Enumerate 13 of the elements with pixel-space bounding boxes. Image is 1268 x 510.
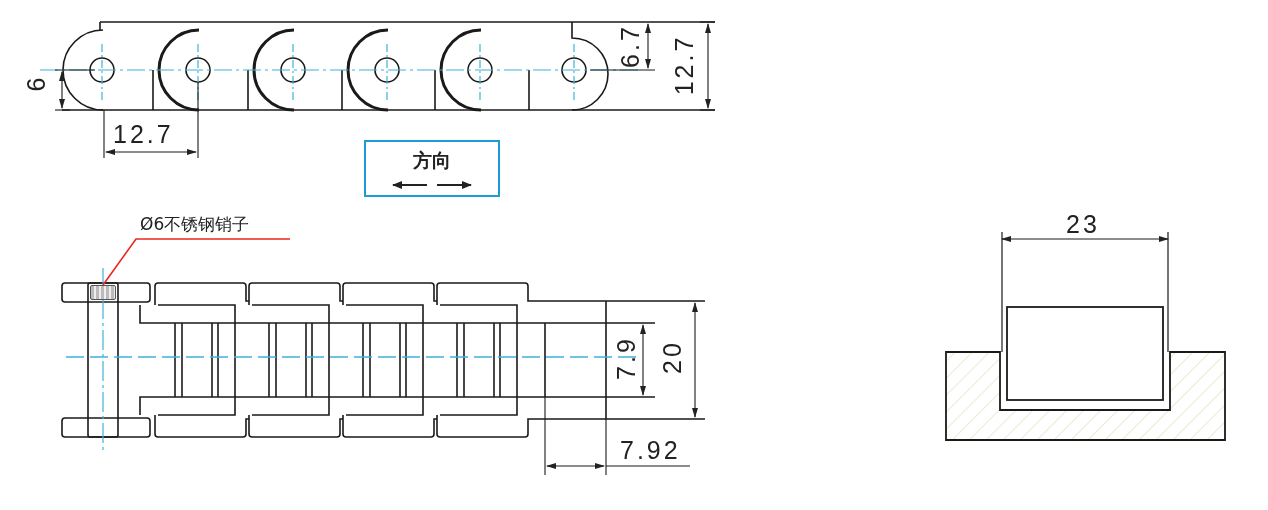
pin-section: [90, 285, 116, 300]
dimension-text: 7.92: [620, 438, 681, 463]
direction-box: [364, 140, 500, 197]
dimension-text: 7.9: [613, 336, 639, 380]
dimension-text: 6.7: [617, 24, 643, 68]
dimension-text: 6: [23, 74, 49, 92]
callout-text: Ø6不锈钢销子: [140, 213, 251, 236]
dimension-text: 12.7: [671, 34, 697, 96]
leader-line: [102, 238, 291, 286]
dimension-text: 12.7: [113, 122, 174, 147]
dimension-text: 23: [1066, 212, 1100, 237]
dimension-text: 20: [659, 340, 685, 374]
direction-text: 方向: [412, 148, 452, 173]
